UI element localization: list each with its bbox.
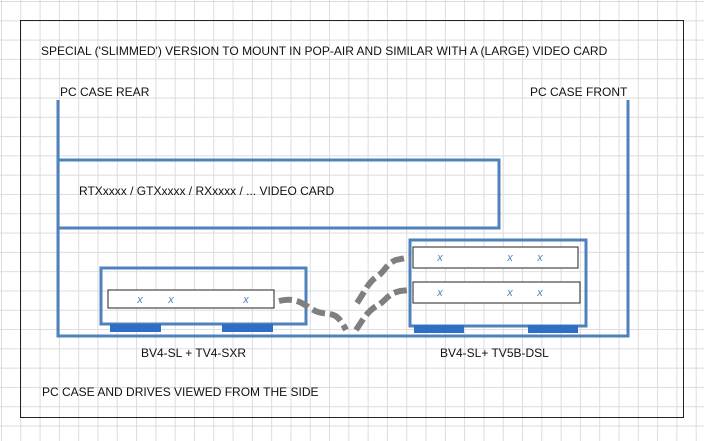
drive-mark: x	[436, 287, 443, 299]
drive-mark: x	[536, 287, 543, 299]
cable-left	[278, 296, 349, 332]
left-drive-enclosure	[99, 266, 308, 326]
left-rail-rear	[110, 324, 161, 332]
right-rail-rear	[414, 325, 464, 333]
left-drive-label: BV4-SL + TV4-SXR	[141, 346, 247, 360]
right-drive-bay-top	[412, 246, 579, 269]
video-card-label: RTXxxxx / GTXxxxx / RXxxxx / ... VIDEO C…	[79, 184, 335, 198]
drive-mark: x	[242, 294, 249, 306]
case-rear-label: PC CASE REAR	[60, 85, 150, 99]
video-card	[56, 158, 501, 230]
cable-right-lower	[353, 287, 411, 332]
diagram-title: SPECIAL ('SLIMMED') VERSION TO MOUNT IN …	[41, 44, 608, 58]
right-drive-enclosure	[408, 238, 588, 328]
drive-mark: x	[536, 252, 543, 264]
left-rail-front	[222, 324, 273, 332]
drive-mark: x	[167, 294, 174, 306]
drive-mark: x	[506, 287, 513, 299]
cable-right-upper	[354, 254, 411, 305]
footer-caption: PC CASE AND DRIVES VIEWED FROM THE SIDE	[42, 385, 319, 399]
right-rail-front	[528, 325, 578, 333]
right-drive-label: BV4-SL+ TV5B-DSL	[440, 346, 549, 360]
left-drive-bay	[107, 289, 275, 309]
right-drive-bay-bottom	[412, 281, 581, 304]
diagram-frame	[20, 20, 684, 418]
drive-mark: x	[136, 294, 143, 306]
case-front-label: PC CASE FRONT	[530, 85, 628, 99]
drive-mark: x	[506, 252, 513, 264]
drive-mark: x	[436, 252, 443, 264]
